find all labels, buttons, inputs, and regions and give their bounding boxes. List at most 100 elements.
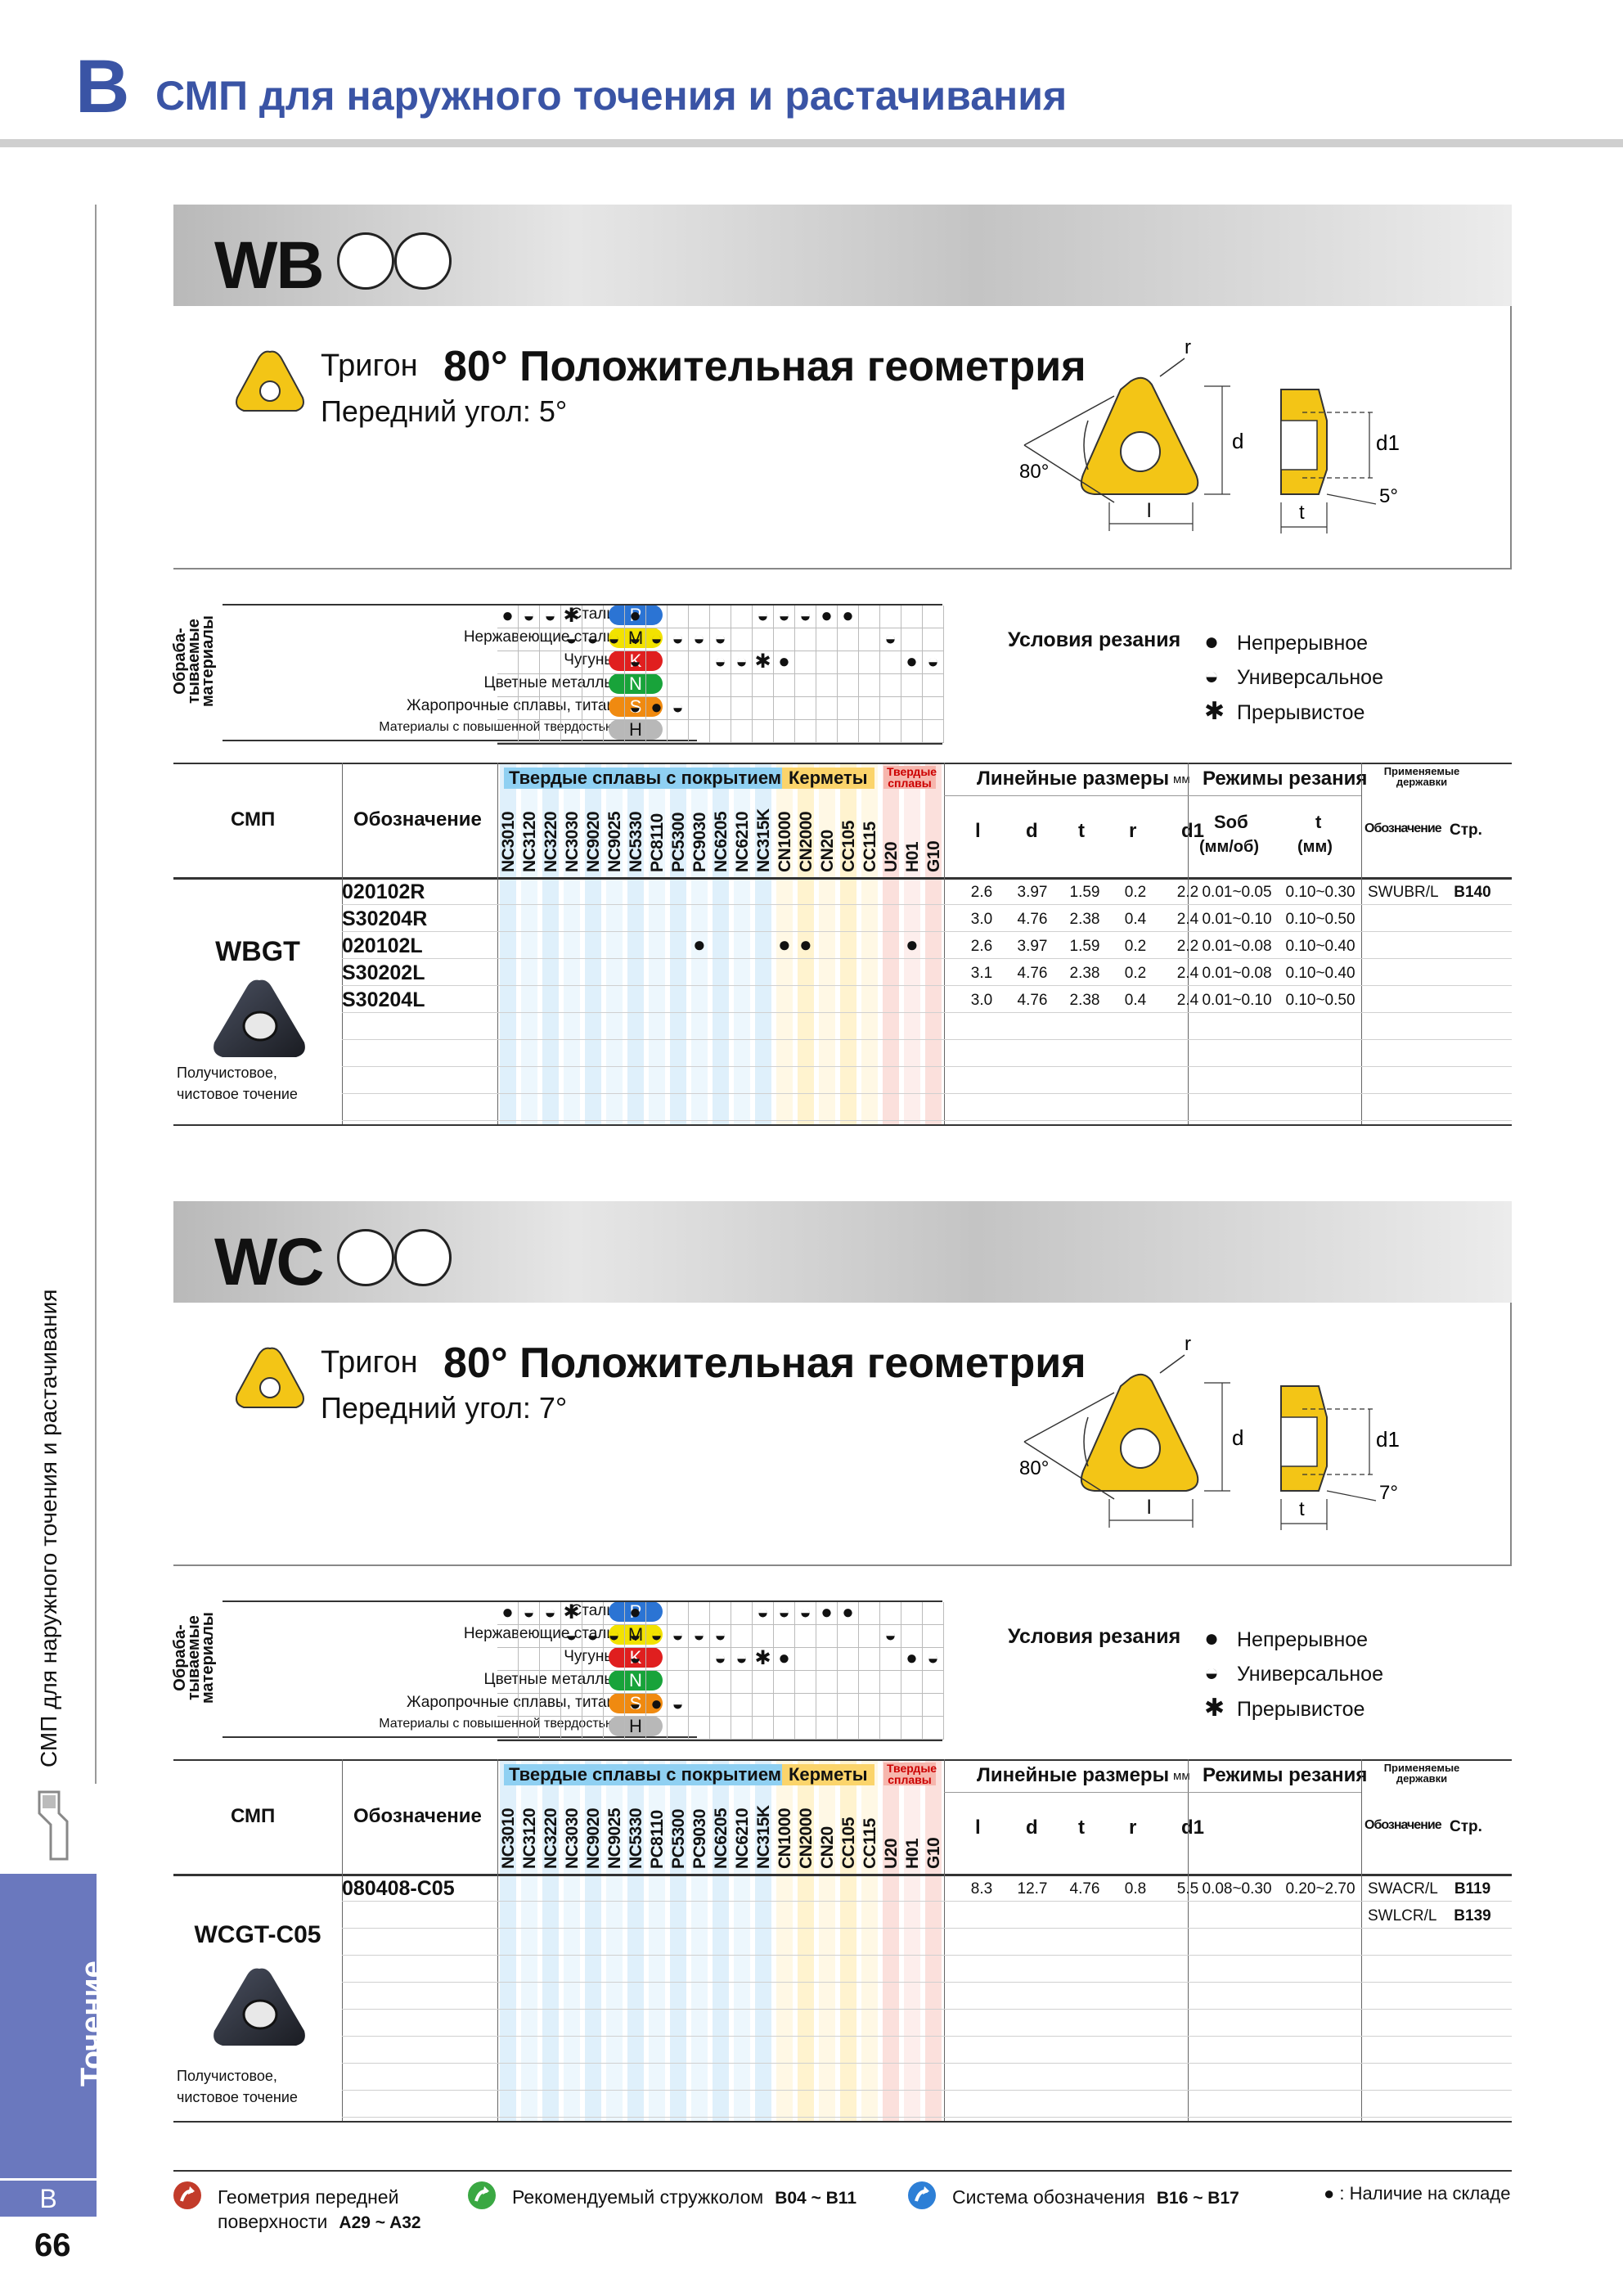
grade-column-bg — [798, 1759, 814, 2121]
grade-material-cell — [795, 628, 816, 651]
grade-material-cell — [540, 697, 561, 720]
grade-name: NC3220 — [542, 1808, 560, 1869]
note-line: чистовое точение — [177, 1086, 298, 1102]
grade-material-cell — [604, 606, 625, 628]
grade-name: NC3010 — [499, 811, 518, 872]
grade-column-bg — [606, 1759, 623, 2121]
footer-ref-text: Геометрия передней поверхности — [218, 2186, 399, 2232]
grade-column-bg — [861, 1759, 878, 2121]
grade-column-bg — [691, 763, 708, 1124]
grade-material-cell — [816, 720, 838, 743]
depth-header: t — [1315, 812, 1322, 832]
grade-material-cell: ● — [646, 1694, 668, 1717]
grade-material-cell — [731, 1671, 753, 1694]
grade-name: CC105 — [839, 1817, 858, 1869]
grade-material-cell — [795, 651, 816, 674]
grade-material-cell: ◒ — [753, 606, 774, 628]
column-divider — [1188, 763, 1189, 1124]
column-divider — [944, 1759, 945, 2121]
grade-material-cell — [753, 1694, 774, 1717]
dimension-value: 3.97 — [1017, 938, 1048, 955]
grade-material-cell — [816, 697, 838, 720]
chipbreaker-ref-icon[interactable] — [468, 2181, 496, 2209]
designation-system-ref-icon[interactable] — [908, 2181, 936, 2209]
holders-header: Применяемые державки — [1383, 1762, 1460, 1785]
grade-material-cell — [540, 720, 561, 743]
grade-material-cell: ◒ — [604, 1625, 625, 1648]
grade-material-cell — [880, 1717, 901, 1740]
diagram-d1-label: d1 — [1376, 1427, 1400, 1452]
dim-col-t: t — [1078, 820, 1085, 842]
grade-material-cell — [795, 720, 816, 743]
grade-material-cell — [582, 674, 604, 697]
grade-material-cell — [795, 1717, 816, 1740]
grade-name: PC8110 — [648, 813, 667, 872]
dimension-value: 4.76 — [1069, 1880, 1100, 1898]
depth-value: 0.10~0.30 — [1285, 884, 1355, 901]
dimension-value: 2.4 — [1176, 992, 1199, 1009]
stock-dot-icon: ● — [799, 932, 812, 957]
grade-material-cell — [689, 697, 710, 720]
grade-material-cell: ◒ — [710, 1648, 731, 1671]
grade-material-cell — [668, 720, 689, 743]
table-row-line — [342, 1040, 1512, 1067]
diagram-t-label: t — [1299, 1498, 1305, 1520]
dimension-value: 8.3 — [970, 1880, 993, 1898]
holder-page-link[interactable]: B140 — [1454, 884, 1491, 901]
grade-material-cell — [753, 697, 774, 720]
grade-material-cell — [519, 1694, 540, 1717]
designation-cell: S30202L — [342, 961, 425, 984]
holder-page-link[interactable]: B119 — [1454, 1880, 1491, 1898]
grade-material-cell — [859, 1671, 880, 1694]
insert-dimension-diagram: r d d1 80° l t 7° — [1019, 1333, 1400, 1530]
grade-material-cell — [561, 1694, 582, 1717]
holder-link[interactable]: SWACR/L — [1368, 1880, 1438, 1898]
grade-material-cell — [689, 720, 710, 743]
grade-column-bg — [585, 1759, 601, 2121]
grade-material-cell — [774, 1694, 795, 1717]
grade-column-bg — [564, 1759, 580, 2121]
cermets-header: Керметы — [782, 1764, 874, 1785]
grade-material-cell — [604, 1648, 625, 1671]
grade-name: NC9020 — [584, 811, 603, 872]
column-divider — [944, 763, 945, 1124]
grade-material-cell: ◒ — [731, 1648, 753, 1671]
holder-col-header: Обозначение — [1364, 1818, 1442, 1832]
holder-link[interactable]: SWLCR/L — [1368, 1907, 1437, 1925]
grade-material-cell — [561, 720, 582, 743]
dimension-value: 4.76 — [1017, 911, 1048, 928]
tool-holder-icon — [38, 1790, 69, 1861]
grade-material-cell — [816, 1648, 838, 1671]
iso-code-badge: K — [609, 651, 663, 671]
grade-name: H01 — [903, 841, 922, 872]
footer-ref-pages: B04 ~ B11 — [775, 2189, 857, 2208]
designation-cell: 020102R — [342, 880, 425, 903]
grade-name: NC9020 — [584, 1808, 603, 1869]
grade-material-cell — [816, 651, 838, 674]
rake-geometry-ref-icon[interactable] — [173, 2181, 201, 2209]
grade-material-cell — [838, 697, 859, 720]
insert-photo — [206, 974, 312, 1076]
grade-material-cell — [604, 651, 625, 674]
grade-material-cell — [774, 628, 795, 651]
grade-material-cell — [689, 1694, 710, 1717]
grade-material-cell — [731, 720, 753, 743]
grade-material-cell — [880, 1648, 901, 1671]
note-line: Получистовое, — [177, 2068, 277, 2084]
holder-link[interactable]: SWUBR/L — [1368, 884, 1439, 901]
holder-page-link[interactable]: B139 — [1454, 1907, 1491, 1925]
grade-material-cell — [710, 606, 731, 628]
cutting-modes-header: Режимы резания — [1203, 1764, 1368, 1786]
chapter-tab[interactable] — [0, 1874, 97, 2178]
grade-material-cell — [838, 651, 859, 674]
grade-material-cell — [540, 1717, 561, 1740]
diagram-t-label: t — [1299, 502, 1305, 524]
grade-material-cell: ◒ — [540, 1602, 561, 1625]
grade-material-cell: ✱ — [561, 606, 582, 628]
